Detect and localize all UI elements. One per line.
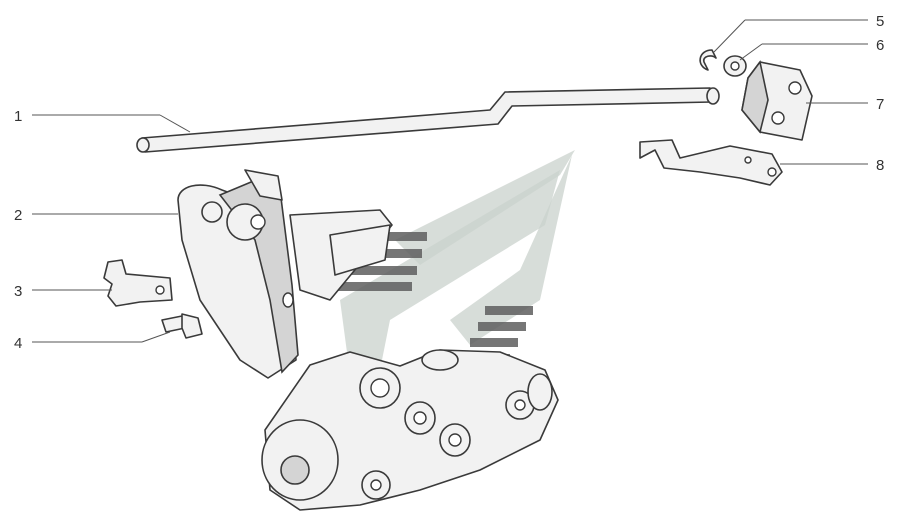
callout-7: 7 — [876, 96, 884, 113]
part-bracket-lever — [639, 139, 783, 186]
part-bushing-block — [741, 60, 813, 141]
part-cylinder-body — [261, 349, 559, 511]
callout-8: 8 — [876, 157, 884, 174]
part-bolt — [161, 313, 203, 339]
part-snap-clip — [699, 49, 717, 71]
callout-4: 4 — [14, 335, 22, 352]
part-clip-bracket — [103, 259, 173, 307]
callout-1: 1 — [14, 108, 22, 125]
callout-labels: 1 2 3 4 5 6 7 8 — [14, 13, 884, 352]
part-rod — [136, 87, 720, 153]
part-washer — [723, 55, 747, 77]
part-main-bracket — [177, 169, 393, 379]
callout-3: 3 — [14, 283, 22, 300]
leader-lines — [32, 19, 868, 343]
callout-5: 5 — [876, 13, 884, 30]
callout-6: 6 — [876, 37, 884, 54]
callout-2: 2 — [14, 207, 22, 224]
